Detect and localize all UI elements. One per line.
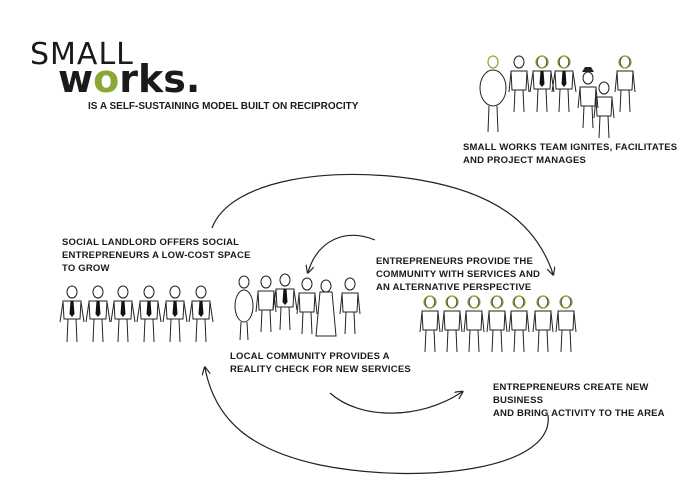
logo-rks: rks. [119,57,201,101]
caption-community-line2: REALITY CHECK FOR NEW SERVICES [230,364,411,375]
entrepreneur-figures [419,295,577,353]
caption-provide: ENTREPRENEURS PROVIDE THE COMMUNITY WITH… [376,255,540,294]
caption-create: ENTREPRENEURS CREATE NEW BUSINESS AND BR… [493,381,700,420]
landlord-figures [59,285,214,343]
arrow-landlord-to-entrepreneurs [211,173,553,274]
caption-provide-line1: ENTREPRENEURS PROVIDE THE [376,256,534,267]
caption-team-line1: SMALL WORKS TEAM IGNITES, FACILITATES [463,142,678,153]
caption-create-line2: AND BRING ACTIVITY TO THE AREA [493,408,665,419]
logo-o-accent: o [93,57,120,101]
caption-team: SMALL WORKS TEAM IGNITES, FACILITATES AN… [463,141,677,167]
caption-community-line1: LOCAL COMMUNITY PROVIDES A [230,351,390,362]
community-figures [234,273,361,341]
subtitle: IS A SELF-SUSTAINING MODEL BUILT ON RECI… [88,101,359,112]
caption-provide-line3: AN ALTERNATIVE PERSPECTIVE [376,282,532,293]
caption-landlord: SOCIAL LANDLORD OFFERS SOCIAL ENTREPRENE… [62,236,251,275]
arrow-provide-to-community [308,234,376,272]
caption-landlord-line2: ENTREPRENEURS A LOW-COST SPACE [62,250,251,261]
arrow-create-to-landlord [205,368,549,475]
caption-provide-line2: COMMUNITY WITH SERVICES AND [376,269,541,280]
caption-landlord-line1: SOCIAL LANDLORD OFFERS SOCIAL [62,237,240,248]
caption-landlord-line3: TO GROW [62,263,110,274]
caption-team-line2: AND PROJECT MANAGES [463,155,587,166]
logo-small-text: SMALL [30,37,134,72]
logo-works-text: works. [58,60,200,98]
arrow-community-to-create [329,392,462,414]
team-figures [479,55,636,139]
caption-community: LOCAL COMMUNITY PROVIDES A REALITY CHECK… [230,350,411,376]
cycle-arrows [205,173,553,475]
logo-w: w [58,57,94,101]
caption-create-line1: ENTREPRENEURS CREATE NEW BUSINESS [493,382,649,406]
